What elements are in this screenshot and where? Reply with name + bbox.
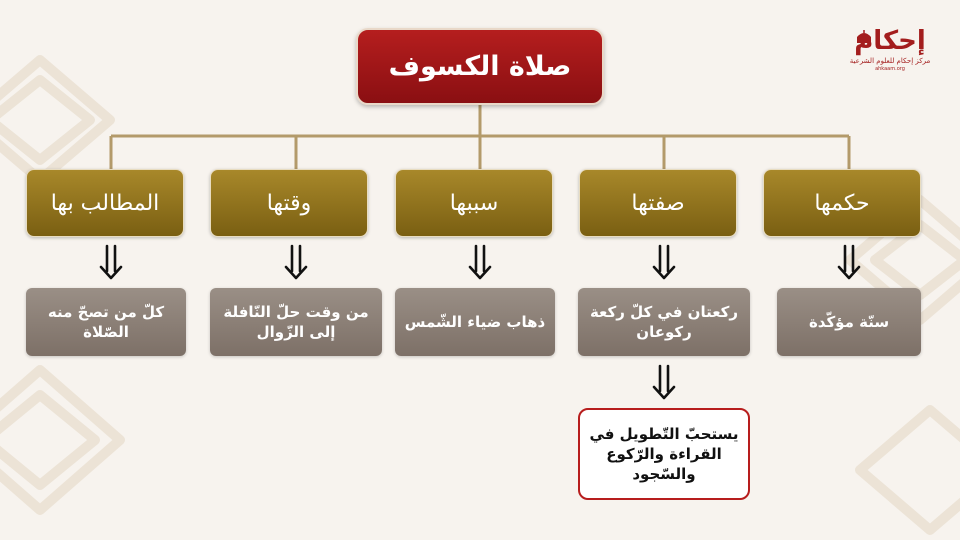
double-arrow-down-icon	[652, 364, 676, 400]
branch-heading-ruling: حكمها	[763, 169, 921, 237]
logo-small-text: ahkaam.org	[875, 66, 905, 72]
double-arrow-down-icon	[837, 244, 861, 280]
diagram-title: صلاة الكسوف	[356, 28, 604, 105]
branch-note-recommendation: يستحبّ التّطويل في القراءة والرّكوع والس…	[578, 408, 750, 500]
branch-description-ruling: سنّة مؤكّدة	[777, 288, 921, 356]
logo-tagline: مركز إحكام للعلوم الشرعية	[849, 57, 931, 65]
branch-description-obligated: كلّ من تصحّ منه الصّلاة	[26, 288, 186, 356]
double-arrow-down-icon	[284, 244, 308, 280]
branch-description-time: من وقت حلّ النّافلة إلى الزّوال	[210, 288, 382, 356]
double-arrow-down-icon	[652, 244, 676, 280]
branch-description-cause: ذهاب ضياء الشّمس	[395, 288, 555, 356]
branch-description-description: ركعتان في كلّ ركعة ركوعان	[578, 288, 750, 356]
branch-heading-cause: سببها	[395, 169, 553, 237]
double-arrow-down-icon	[468, 244, 492, 280]
brand-logo: إحكام مركز إحكام للعلوم الشرعية ahkaam.o…	[845, 26, 935, 92]
branch-heading-description: صفتها	[579, 169, 737, 237]
double-arrow-down-icon	[99, 244, 123, 280]
branch-heading-time: وقتها	[210, 169, 368, 237]
mosque-dome-icon	[857, 30, 871, 43]
branch-heading-obligated: المطالب بها	[26, 169, 184, 237]
